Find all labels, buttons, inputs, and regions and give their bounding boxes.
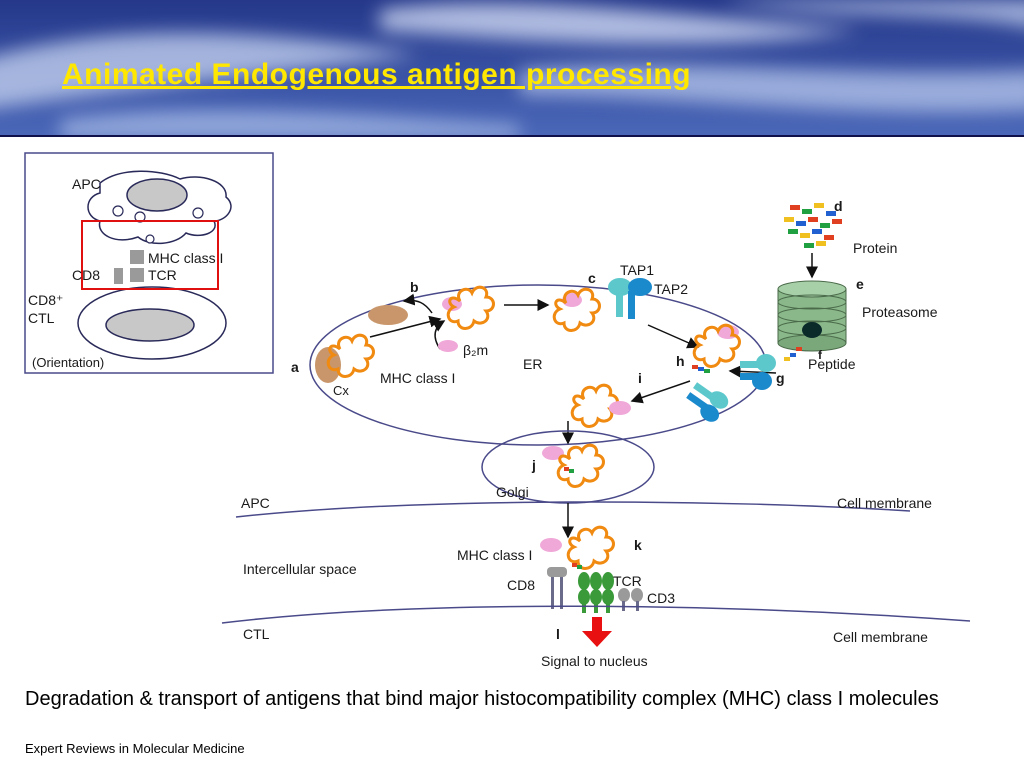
protein-antigen: [784, 203, 842, 248]
ctl-nucleus: [105, 308, 195, 342]
step-b-label: b: [410, 279, 419, 295]
proteasome: [777, 280, 847, 352]
ctl-cell-outline: [77, 286, 227, 360]
mhc-class-i-surface-label: MHC class I: [457, 547, 532, 563]
tcr-receptor: [578, 572, 614, 613]
mhc-pathway-diagram: APC MHC class I CD8 TCR CD8⁺ CTL (Orient…: [24, 152, 971, 669]
mhc-with-b2m: [446, 285, 495, 330]
signal-label: Signal to nucleus: [541, 653, 648, 669]
b2m-label: β₂m: [463, 342, 488, 358]
tap-transporter: [608, 278, 652, 319]
inset-tcr-label: TCR: [148, 267, 177, 283]
figure-source: Expert Reviews in Molecular Medicine: [25, 741, 245, 756]
mhc-in-golgi: [556, 443, 605, 488]
tap2-label: TAP2: [654, 281, 688, 297]
inset-apc-label: APC: [72, 176, 101, 192]
step-d-label: d: [834, 198, 843, 214]
tap1-label: TAP1: [620, 262, 654, 278]
surface-mhc: [566, 525, 615, 570]
cd3-label: CD3: [647, 590, 675, 606]
step-h-label: h: [676, 353, 685, 369]
inset-cd8-ctl-label-1: CD8⁺: [28, 292, 63, 308]
apc-cell-outline: [87, 170, 232, 245]
apc-cell-membrane: [235, 501, 911, 518]
cd3-complex: [618, 588, 643, 611]
released-chaperone: [368, 305, 408, 325]
calnexin-label: Cx: [333, 383, 349, 398]
free-b2m: [438, 340, 458, 352]
step-e-label: e: [856, 276, 864, 292]
cd8-coreceptor: [547, 567, 567, 609]
inset-mhc-label: MHC class I: [148, 250, 223, 266]
tcr-label: TCR: [613, 573, 642, 589]
tap-peptide-transport: [740, 354, 776, 390]
cell-membrane-top-label: Cell membrane: [837, 495, 932, 511]
step-a-label: a: [291, 359, 299, 375]
proteasome-label: Proteasome: [862, 304, 938, 320]
signal-arrow: [582, 617, 612, 647]
step-f-label: f: [818, 348, 823, 362]
step-k-label: k: [634, 537, 642, 553]
inset-highlight-box: [81, 220, 219, 290]
inset-orientation-label: (Orientation): [32, 355, 104, 370]
cd8-label: CD8: [507, 577, 535, 593]
slide-title: Animated Endogenous antigen processing: [62, 58, 692, 91]
inset-cd8-ctl-label-2: CTL: [28, 310, 55, 326]
apc-nucleus: [126, 178, 188, 212]
tap-lower: [686, 382, 729, 422]
mhc-class-i-er-label: MHC class I: [380, 370, 455, 386]
ctl-cell-membrane: [221, 605, 971, 624]
er-label: ER: [523, 356, 542, 372]
step-i-label: i: [638, 370, 642, 386]
step-c-label: c: [588, 270, 596, 286]
intercellular-space-label: Intercellular space: [243, 561, 357, 577]
apc-label: APC: [241, 495, 270, 511]
step-g-label: g: [776, 370, 785, 386]
peptide-fragments: [784, 347, 802, 361]
peptide-label: Peptide: [808, 356, 856, 372]
nascent-mhc-heavy-chain: [326, 333, 375, 378]
mhc-peptide-loading: [692, 323, 741, 368]
figure-panel: APC MHC class I CD8 TCR CD8⁺ CTL (Orient…: [0, 135, 1024, 768]
protein-label: Protein: [853, 240, 897, 256]
orientation-inset: APC MHC class I CD8 TCR CD8⁺ CTL (Orient…: [24, 152, 274, 374]
step-l-label: l: [556, 626, 560, 642]
cell-membrane-bottom-label: Cell membrane: [833, 629, 928, 645]
step-j-label: j: [531, 457, 536, 473]
ctl-label: CTL: [243, 626, 270, 642]
golgi-label: Golgi: [496, 484, 529, 500]
header-background: [0, 0, 1024, 136]
inset-cd8-label: CD8: [72, 267, 100, 283]
mhc-tapasin-complex: [552, 287, 601, 332]
figure-caption: Degradation & transport of antigens that…: [25, 688, 939, 710]
